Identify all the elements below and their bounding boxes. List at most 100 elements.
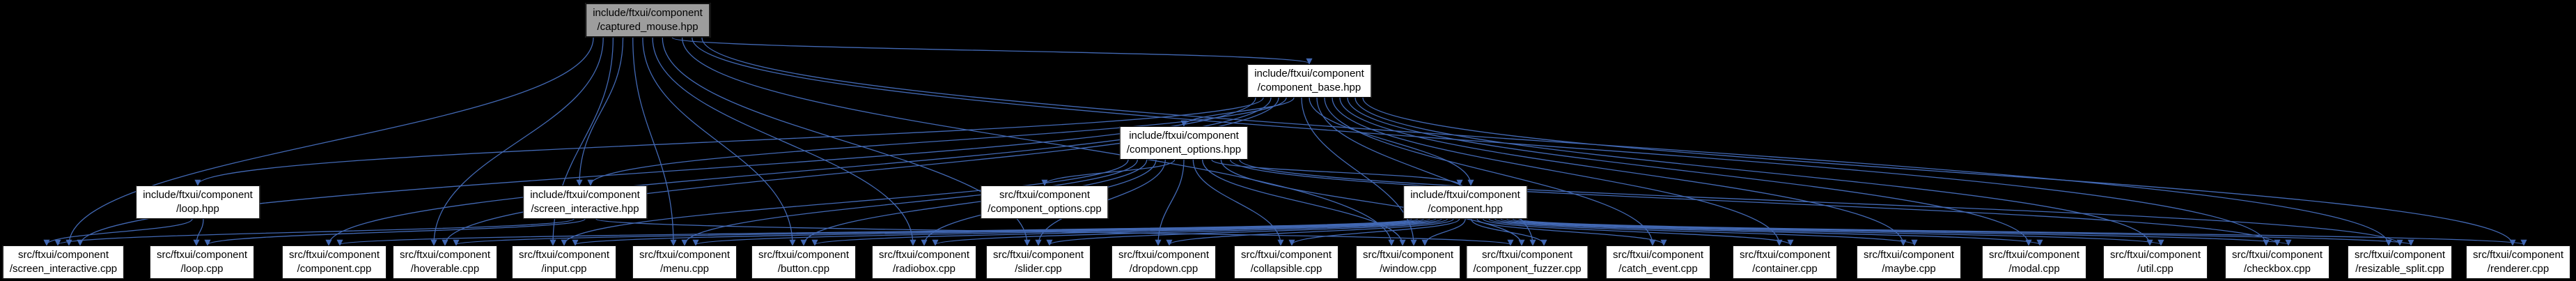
include-edge-component_options_hpp--component_options_cpp [1041, 159, 1176, 186]
include-edge-component_options_hpp--collapsible_cpp [1192, 159, 1284, 246]
graph-node-component_cpp[interactable]: src/ftxui/component/component.cpp [281, 245, 387, 279]
graph-node-captured_mouse_hpp[interactable]: include/ftxui/component/captured_mouse.h… [585, 3, 710, 38]
include-edge-component_options_hpp--component_fuzzer_cpp [1220, 159, 1525, 246]
graph-node-screen_interactive_hpp[interactable]: include/ftxui/component/screen_interacti… [523, 185, 647, 219]
include-edge-component_hpp--slider_cpp [1046, 218, 1448, 246]
graph-node-button_cpp[interactable]: src/ftxui/component/button.cpp [751, 245, 857, 279]
graph-node-container_cpp[interactable]: src/ftxui/component/container.cpp [1732, 245, 1838, 279]
include-edge-component_hpp--button_cpp [811, 218, 1436, 246]
include-edge-component_hpp--dropdown_cpp [1166, 218, 1454, 246]
include-edge-captured_mouse_hpp--resizable_split_cpp [701, 37, 2392, 246]
graph-node-component_base_hpp[interactable]: include/ftxui/component/component_base.h… [1247, 64, 1371, 98]
node-dir-line: include/ftxui/component [1129, 130, 1239, 142]
include-edge-component_hpp--modal_cpp [1494, 218, 2043, 246]
node-dir-line: src/ftxui/component [1863, 249, 1955, 261]
graph-node-menu_cpp[interactable]: src/ftxui/component/menu.cpp [632, 245, 737, 279]
include-edge-loop_hpp--screen_interactive_cpp [43, 218, 193, 246]
node-file-line: /screen_interactive.cpp [9, 262, 118, 275]
graph-node-checkbox_cpp[interactable]: src/ftxui/component/checkbox.cpp [2224, 245, 2330, 279]
node-dir-line: src/ftxui/component [288, 249, 380, 261]
node-file-line: /component_fuzzer.cpp [1473, 262, 1582, 275]
node-dir-line: src/ftxui/component [639, 249, 731, 261]
include-edge-component_base_hpp--modal_cpp [1347, 97, 2032, 246]
include-edge-component_options_hpp--checkbox_cpp [1230, 159, 2281, 246]
include-edge-captured_mouse_hpp--checkbox_cpp [692, 37, 2270, 246]
graph-node-input_cpp[interactable]: src/ftxui/component/input.cpp [511, 245, 617, 279]
include-edge-component_base_hpp--renderer_cpp [1362, 97, 2516, 246]
node-dir-line: src/ftxui/component [1612, 249, 1704, 261]
include-edge-screen_interactive_hpp--component_fuzzer_cpp [595, 218, 1514, 246]
graph-node-modal_cpp[interactable]: src/ftxui/component/modal.cpp [1981, 245, 2087, 279]
graph-node-renderer_cpp[interactable]: src/ftxui/component/renderer.cpp [2465, 245, 2571, 279]
node-file-line: /radiobox.cpp [892, 262, 956, 275]
include-edge-component_hpp--checkbox_cpp [1506, 218, 2292, 246]
include-edge-component_hpp--window_cpp [1421, 218, 1466, 246]
include-edge-component_hpp--input_cpp [572, 218, 1424, 246]
graph-node-resizable_split_cpp[interactable]: src/ftxui/component/resizable_split.cpp [2347, 245, 2453, 279]
node-dir-line: src/ftxui/component [1362, 249, 1454, 261]
graph-node-screen_interactive_cpp[interactable]: src/ftxui/component/screen_interactive.c… [2, 245, 125, 279]
node-file-line: /collapsible.cpp [1250, 262, 1322, 275]
graph-node-radiobox_cpp[interactable]: src/ftxui/component/radiobox.cpp [871, 245, 977, 279]
node-dir-line: src/ftxui/component [1240, 249, 1332, 261]
node-file-line: /screen_interactive.hpp [531, 202, 639, 215]
node-file-line: /slider.cpp [1015, 262, 1062, 275]
include-edge-captured_mouse_hpp--window_cpp [681, 37, 1395, 246]
node-file-line: /component_options.cpp [988, 202, 1102, 215]
graph-node-window_cpp[interactable]: src/ftxui/component/window.cpp [1355, 245, 1461, 279]
node-dir-line: src/ftxui/component [17, 249, 109, 261]
graph-node-collapsible_cpp[interactable]: src/ftxui/component/collapsible.cpp [1233, 245, 1339, 279]
include-edge-component_hpp--container_cpp [1483, 218, 1794, 246]
include-edge-screen_interactive_hpp--screen_interactive_cpp [54, 218, 575, 246]
include-edge-component_base_hpp--container_cpp [1332, 97, 1783, 246]
include-edge-loop_hpp--loop_cpp [193, 218, 204, 246]
include-edge-component_base_hpp--catch_event_cpp [1324, 97, 1656, 246]
graph-node-dropdown_cpp[interactable]: src/ftxui/component/dropdown.cpp [1111, 245, 1217, 279]
node-file-line: /renderer.cpp [2487, 262, 2550, 275]
node-dir-line: src/ftxui/component [1481, 249, 1573, 261]
node-dir-line: src/ftxui/component [2472, 249, 2564, 261]
node-file-line: /loop.hpp [176, 202, 219, 215]
include-edge-component_base_hpp--maybe_cpp [1339, 97, 1907, 246]
include-edge-component_base_hpp--component_cpp [325, 97, 1272, 246]
node-dir-line: src/ftxui/component [878, 249, 970, 261]
node-dir-line: src/ftxui/component [156, 249, 248, 261]
graph-node-util_cpp[interactable]: src/ftxui/component/util.cpp [2102, 245, 2208, 279]
include-edge-component_hpp--util_cpp [1500, 218, 2164, 246]
node-file-line: /menu.cpp [659, 262, 710, 275]
include-edge-captured_mouse_hpp--button_cpp [642, 37, 796, 246]
include-edge-component_base_hpp--loop_hpp [194, 97, 1264, 186]
include-edge-component_options_hpp--button_cpp [800, 159, 1148, 246]
node-dir-line: src/ftxui/component [2109, 249, 2201, 261]
graph-node-component_hpp[interactable]: include/ftxui/component/component.hpp [1403, 185, 1527, 219]
graph-node-hoverable_cpp[interactable]: src/ftxui/component/hoverable.cpp [392, 245, 498, 279]
include-edge-component_hpp--resizable_split_cpp [1512, 218, 2414, 246]
node-file-line: /checkbox.cpp [2244, 262, 2311, 275]
graph-node-component_fuzzer_cpp[interactable]: src/ftxui/component/component_fuzzer.cpp [1466, 245, 1588, 279]
node-file-line: /util.cpp [2137, 262, 2173, 275]
graph-node-loop_cpp[interactable]: src/ftxui/component/loop.cpp [149, 245, 255, 279]
node-dir-line: src/ftxui/component [518, 249, 610, 261]
node-dir-line: src/ftxui/component [758, 249, 850, 261]
graph-node-maybe_cpp[interactable]: src/ftxui/component/maybe.cpp [1856, 245, 1962, 279]
graph-node-component_options_cpp[interactable]: src/ftxui/component/component_options.cp… [981, 185, 1109, 219]
include-edge-captured_mouse_hpp--menu_cpp [632, 37, 677, 246]
node-dir-line: include/ftxui/component [143, 189, 253, 201]
node-file-line: /component.hpp [1428, 202, 1503, 215]
graph-node-slider_cpp[interactable]: src/ftxui/component/slider.cpp [985, 245, 1091, 279]
graph-node-catch_event_cpp[interactable]: src/ftxui/component/catch_event.cpp [1605, 245, 1711, 279]
include-edge-component_base_hpp--component_hpp [1309, 97, 1474, 186]
include-edge-component_options_hpp--component_hpp [1211, 159, 1463, 186]
include-edge-component_options_hpp--window_cpp [1202, 159, 1406, 246]
node-file-line: /modal.cpp [2008, 262, 2060, 275]
include-edge-component_hpp--maybe_cpp [1488, 218, 1918, 246]
node-file-line: /resizable_split.cpp [2355, 262, 2444, 275]
include-edge-component_base_hpp--hoverable_cpp [442, 97, 1279, 246]
node-file-line: /hoverable.cpp [410, 262, 480, 275]
node-file-line: /component_base.hpp [1257, 81, 1361, 93]
graph-node-component_options_hpp[interactable]: include/ftxui/component/component_option… [1119, 126, 1249, 160]
graph-node-loop_hpp[interactable]: include/ftxui/component/loop.hpp [136, 185, 260, 219]
node-file-line: /input.cpp [541, 262, 587, 275]
node-file-line: /catch_event.cpp [1618, 262, 1698, 275]
